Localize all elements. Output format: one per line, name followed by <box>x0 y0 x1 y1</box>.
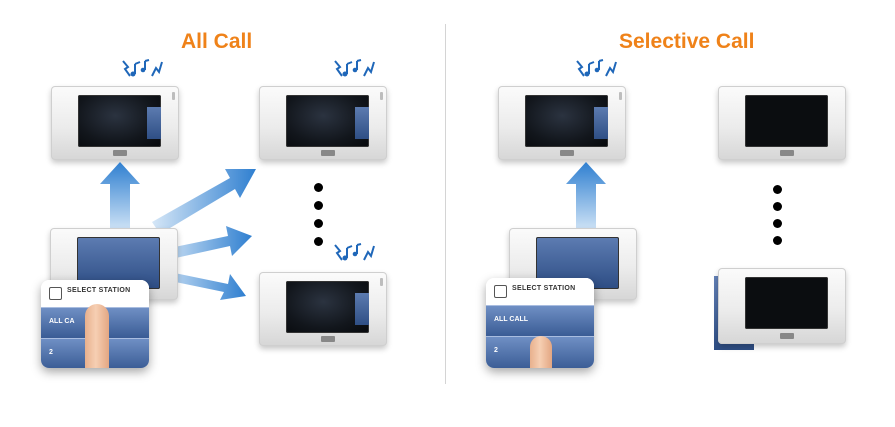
ellipsis-dot <box>314 183 323 192</box>
receiving-station <box>259 272 387 346</box>
station-screen <box>525 95 608 147</box>
arrow-icon <box>566 162 606 230</box>
all-call-option[interactable]: ALL CALL <box>486 305 594 336</box>
idle-station <box>718 268 846 344</box>
panel-header: SELECT STATION <box>486 278 594 304</box>
station-icon <box>49 287 62 300</box>
selective-call-title: Selective Call <box>619 30 755 53</box>
ellipsis-dot <box>314 219 323 228</box>
station-screen <box>286 281 369 333</box>
receiving-station <box>259 86 387 160</box>
ringing-notes-icon <box>122 59 163 77</box>
option-label: ALL CA <box>49 318 75 325</box>
finger <box>530 336 552 368</box>
ellipsis-dot <box>773 202 782 211</box>
option-label: 2 <box>49 349 53 356</box>
ringing-notes-icon <box>334 59 375 77</box>
ellipsis-dot <box>773 185 782 194</box>
select-station-panel[interactable]: SELECT STATION ALL CALL 2 <box>486 278 594 368</box>
section-divider <box>445 24 446 384</box>
ellipsis-dot <box>773 236 782 245</box>
station-screen <box>78 95 161 147</box>
panel-header: SELECT STATION <box>41 280 149 306</box>
ellipsis-dot <box>314 201 323 210</box>
station-screen <box>745 95 828 147</box>
finger <box>85 304 109 368</box>
idle-station <box>718 86 846 160</box>
ringing-notes-icon <box>334 243 375 261</box>
arrow-icon <box>100 162 256 300</box>
ellipsis-dot <box>773 219 782 228</box>
station-screen <box>745 277 828 329</box>
receiving-station <box>498 86 626 160</box>
station-icon <box>494 285 507 298</box>
ringing-notes-icon <box>576 59 617 77</box>
panel-heading: SELECT STATION <box>67 287 131 294</box>
station-screen <box>286 95 369 147</box>
all-call-title: All Call <box>181 30 253 53</box>
panel-heading: SELECT STATION <box>512 285 576 292</box>
select-station-panel[interactable]: SELECT STATION ALL CA 2 <box>41 280 149 368</box>
option-label: 2 <box>494 347 498 354</box>
ellipsis-dot <box>314 237 323 246</box>
receiving-station <box>51 86 179 160</box>
option-label: ALL CALL <box>494 316 529 323</box>
